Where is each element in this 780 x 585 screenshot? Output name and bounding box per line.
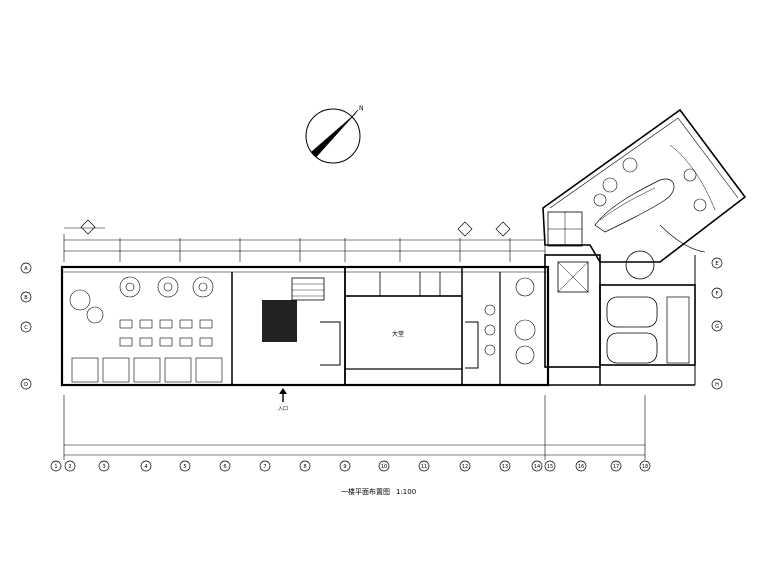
bottom-axis-8: 8 bbox=[299, 460, 311, 472]
right-axis-F: F bbox=[711, 287, 723, 299]
drawing-scale: 1:100 bbox=[396, 488, 416, 496]
bar-counter bbox=[320, 321, 479, 369]
left-axis-C: C bbox=[20, 321, 32, 333]
svg-text:4: 4 bbox=[144, 464, 147, 470]
left-axis-A: A bbox=[20, 262, 32, 274]
bottom-axis-4: 4 bbox=[140, 460, 152, 472]
angled-wing bbox=[542, 108, 747, 280]
svg-text:10: 10 bbox=[381, 464, 387, 470]
east-wing bbox=[544, 254, 696, 386]
svg-text:15: 15 bbox=[547, 464, 553, 470]
bottom-axis-11: 11 bbox=[418, 460, 430, 472]
top-dimension-lines bbox=[63, 227, 546, 262]
bottom-axis-12: 12 bbox=[459, 460, 471, 472]
svg-text:H: H bbox=[715, 382, 719, 388]
svg-text:D: D bbox=[24, 382, 28, 388]
left-axis-markers: A B C D bbox=[20, 262, 32, 390]
dining-table-group bbox=[69, 157, 707, 365]
svg-text:17: 17 bbox=[613, 464, 619, 470]
svg-text:11: 11 bbox=[421, 464, 427, 470]
right-axis-H: H bbox=[711, 378, 723, 390]
svg-text:3: 3 bbox=[102, 464, 105, 470]
right-axis-markers: E F G H bbox=[711, 257, 723, 390]
building-outline bbox=[60, 265, 550, 387]
svg-text:6: 6 bbox=[223, 464, 226, 470]
bottom-axis-9: 9 bbox=[339, 460, 351, 472]
left-axis-B: B bbox=[20, 291, 32, 303]
svg-text:C: C bbox=[24, 325, 28, 331]
bottom-axis-5: 5 bbox=[179, 460, 191, 472]
svg-text:2: 2 bbox=[68, 464, 71, 470]
bottom-axis-13: 13 bbox=[499, 460, 511, 472]
bottom-axis-2: 2 bbox=[64, 460, 76, 472]
svg-text:13: 13 bbox=[502, 464, 508, 470]
svg-text:18: 18 bbox=[642, 464, 648, 470]
svg-text:14: 14 bbox=[534, 464, 540, 470]
svg-text:5: 5 bbox=[183, 464, 186, 470]
svg-text:9: 9 bbox=[343, 464, 346, 470]
stair-core bbox=[262, 277, 325, 342]
right-axis-E: E bbox=[711, 257, 723, 269]
bottom-axis-7: 7 bbox=[259, 460, 271, 472]
entrance-label: 入口 bbox=[278, 406, 288, 412]
svg-text:F: F bbox=[716, 291, 719, 297]
bottom-axis-1: 1 bbox=[50, 460, 62, 472]
svg-text:B: B bbox=[24, 295, 28, 301]
bottom-axis-16: 16 bbox=[575, 460, 587, 472]
svg-text:8: 8 bbox=[303, 464, 306, 470]
svg-text:1: 1 bbox=[54, 464, 57, 470]
north-label: N bbox=[359, 105, 364, 112]
entrance-arrow bbox=[279, 388, 287, 402]
bottom-axis-3: 3 bbox=[98, 460, 110, 472]
drawing-title: 一楼平面布置图 bbox=[341, 487, 390, 496]
bottom-axis-10: 10 bbox=[378, 460, 390, 472]
right-axis-G: G bbox=[711, 320, 723, 332]
bottom-axis-17: 17 bbox=[610, 460, 622, 472]
bottom-axis-14: 14 bbox=[531, 460, 543, 472]
svg-text:12: 12 bbox=[462, 464, 468, 470]
svg-text:16: 16 bbox=[578, 464, 584, 470]
left-axis-D: D bbox=[20, 378, 32, 390]
lobby-label: 大堂 bbox=[392, 330, 404, 338]
svg-text:G: G bbox=[715, 324, 719, 330]
north-arrow: N bbox=[305, 105, 364, 164]
bottom-dimension-lines bbox=[63, 395, 646, 460]
bottom-axis-15: 15 bbox=[544, 460, 556, 472]
bottom-axis-18: 18 bbox=[639, 460, 651, 472]
top-axis-tags bbox=[80, 219, 511, 237]
svg-text:A: A bbox=[24, 266, 28, 272]
seating-grid bbox=[71, 319, 223, 383]
svg-text:E: E bbox=[715, 261, 718, 267]
svg-text:7: 7 bbox=[263, 464, 266, 470]
bottom-axis-6: 6 bbox=[219, 460, 231, 472]
